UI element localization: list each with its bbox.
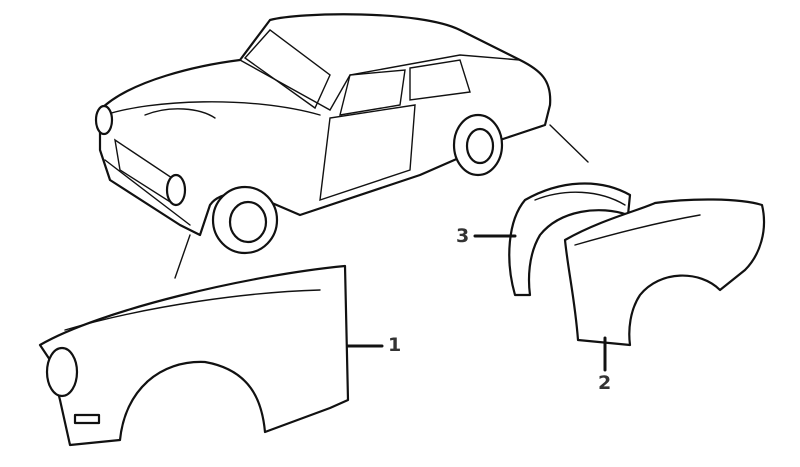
leader-line-rear [549, 124, 589, 163]
car-illustration [94, 13, 552, 255]
rear-wheel-arch-part [473, 182, 632, 297]
part-label-2: 2 [598, 372, 612, 394]
leader-line-front [174, 234, 191, 279]
part-label-3: 3 [456, 225, 470, 247]
rear-fender-part [563, 198, 766, 372]
part-label-1: 1 [388, 334, 402, 356]
front-fender-part [38, 264, 384, 447]
